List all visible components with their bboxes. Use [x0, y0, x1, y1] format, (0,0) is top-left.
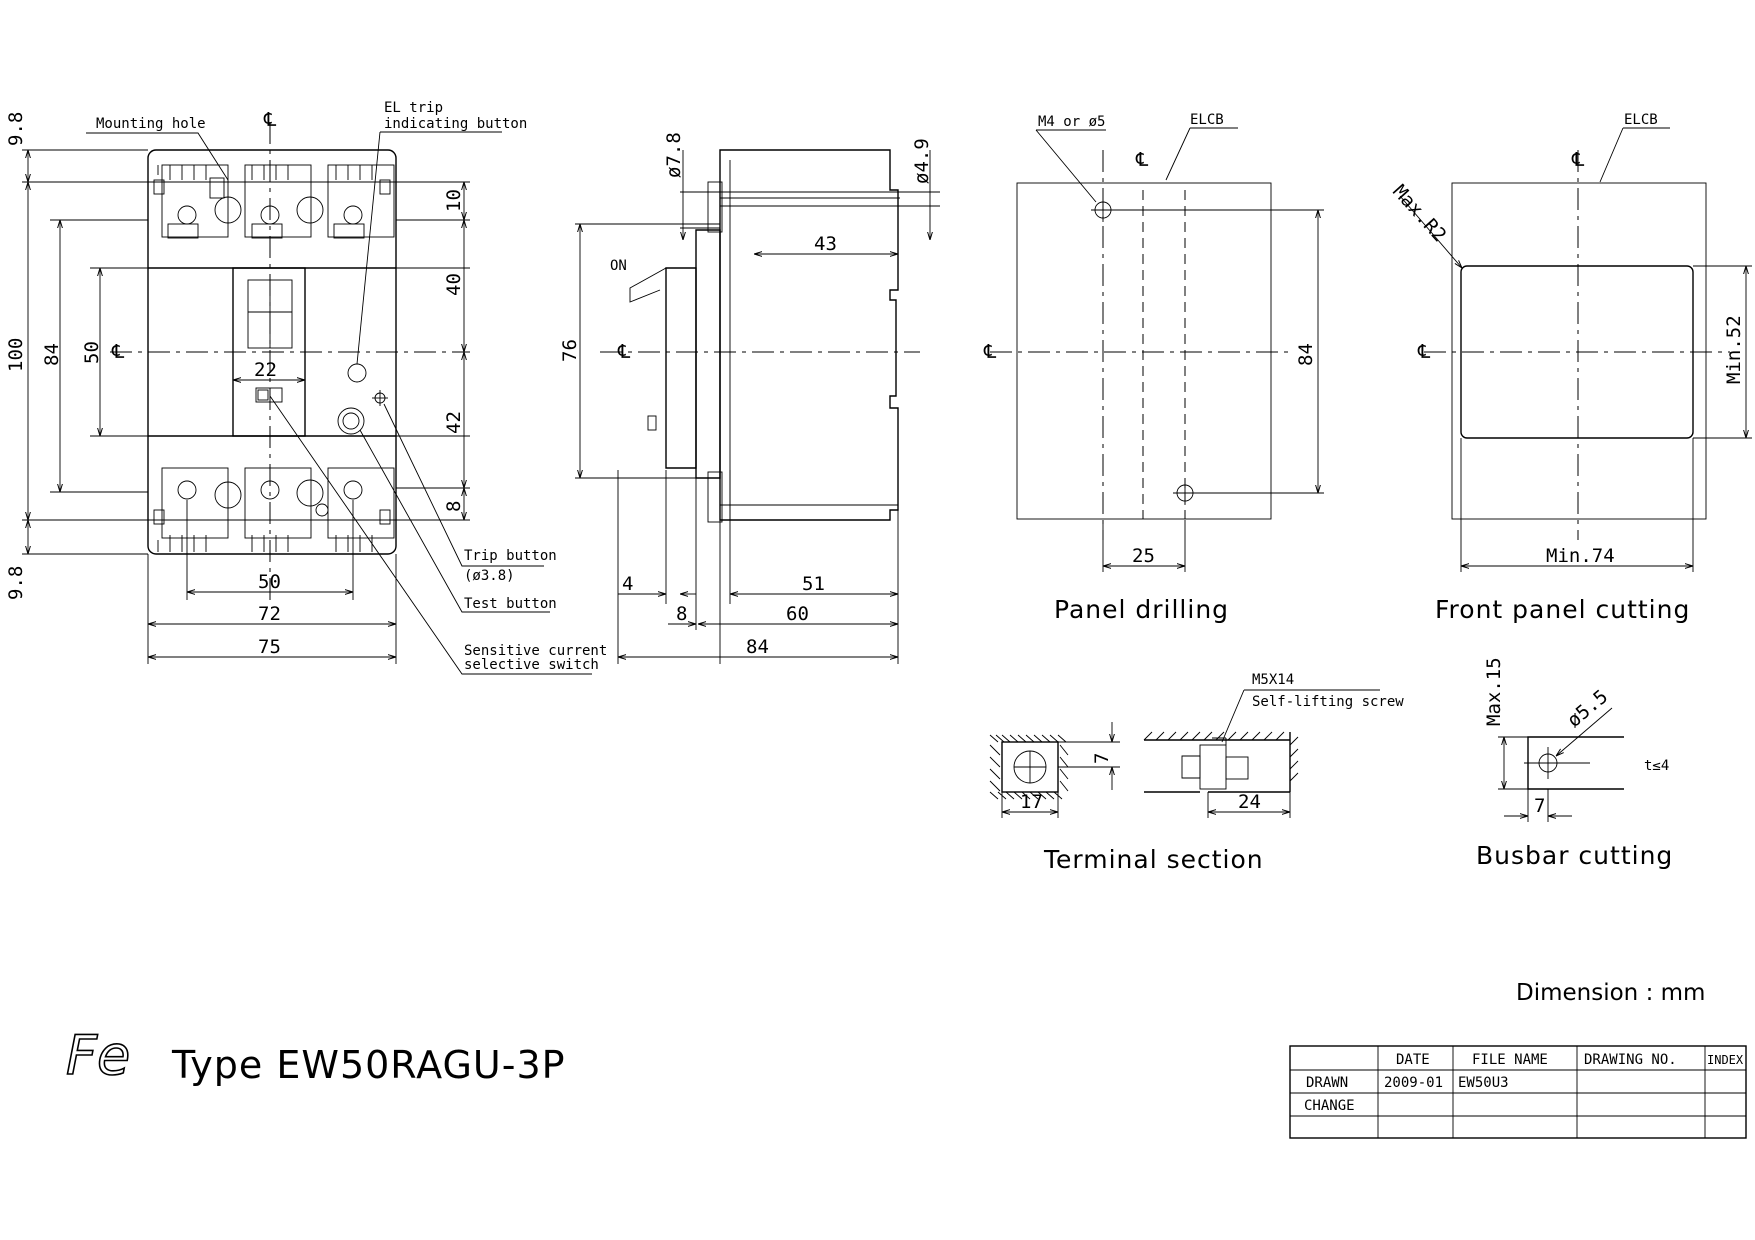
- dim-body-width: 72: [258, 603, 281, 625]
- label-radius: Max.R2: [1388, 181, 1450, 247]
- row-date: 2009-01: [1384, 1075, 1443, 1091]
- dim-84: 84: [1295, 343, 1317, 366]
- title-block: DATE FILE NAME DRAWING NO. INDEX DRAWN 2…: [1289, 1045, 1747, 1139]
- row-file: EW50U3: [1458, 1075, 1509, 1091]
- busbar-cutting: Max.15 ø5.5 t≤4 7 Busbar cutting: [1476, 657, 1673, 870]
- label-thickness: t≤4: [1644, 758, 1669, 774]
- centerline-mark: ℄: [1417, 341, 1431, 363]
- dim-84: 84: [746, 636, 769, 658]
- callout-mounting-hole: Mounting hole: [96, 116, 206, 132]
- header-date: DATE: [1396, 1052, 1430, 1068]
- dim-10: 10: [443, 189, 465, 212]
- callout-sensitive-switch: Sensitive current: [464, 643, 607, 659]
- dim-51: 51: [802, 573, 825, 595]
- title-area: Fe Type EW50RAGU-3P: [65, 1023, 566, 1088]
- callout-sensitive-switch-2: selective switch: [464, 657, 599, 673]
- dim-min74: Min.74: [1546, 545, 1615, 567]
- dim-max15: Max.15: [1483, 657, 1505, 726]
- terminal-section: 7 17 M5X14 Self-lifting screw 24 Termina…: [989, 672, 1404, 874]
- caption-terminal-section: Terminal section: [1043, 845, 1264, 874]
- dimension-unit: Dimension : mm: [1516, 980, 1705, 1006]
- dim-min52: Min.52: [1723, 315, 1745, 384]
- caption-panel-drilling: Panel drilling: [1054, 595, 1229, 624]
- label-elcb: ELCB: [1190, 112, 1224, 128]
- centerline-mark: ℄: [111, 341, 125, 363]
- centerline-mark: ℄: [1135, 149, 1149, 171]
- panel-drilling: ℄ ℄ M4 or ø5 ELCB 84 25 Panel drilling: [983, 112, 1324, 624]
- label-hole: M4 or ø5: [1038, 114, 1105, 130]
- dim-8: 8: [676, 603, 687, 625]
- dim-42: 42: [443, 411, 465, 434]
- fe-logo: Fe: [66, 1024, 130, 1087]
- dim-dia: ø5.5: [1563, 686, 1612, 732]
- caption-front-panel-cutting: Front panel cutting: [1435, 595, 1690, 624]
- callout-test-button: Test button: [464, 596, 557, 612]
- dim-handle-height: 50: [81, 341, 103, 364]
- label-screw: M5X14: [1252, 672, 1294, 688]
- dim-handle-width: 22: [254, 359, 277, 381]
- dim-76: 76: [559, 339, 581, 362]
- dim-overall-height: 100: [5, 338, 27, 372]
- dim-7: 7: [1091, 753, 1113, 764]
- row-label: CHANGE: [1304, 1098, 1355, 1114]
- dim-bottom-margin: 9.8: [5, 566, 27, 600]
- dim-25: 25: [1132, 545, 1155, 567]
- row-label: DRAWN: [1306, 1075, 1348, 1091]
- caption-busbar-cutting: Busbar cutting: [1476, 841, 1673, 870]
- label-screw-desc: Self-lifting screw: [1252, 694, 1404, 710]
- callout-trip-dia: (ø3.8): [464, 568, 515, 584]
- dim-overall-width: 75: [258, 636, 281, 658]
- centerline-mark: ℄: [1571, 149, 1585, 171]
- dim-7: 7: [1534, 795, 1545, 817]
- dim-43: 43: [814, 233, 837, 255]
- centerline-mark: ℄: [617, 341, 631, 363]
- label-on: ON: [610, 258, 627, 274]
- top-terminals: [153, 164, 395, 239]
- front-view: ℄ ℄ 9.8 100 9.8 84 50 10 40 42 8 22 50 7…: [5, 100, 607, 675]
- bottom-terminals: [153, 467, 395, 552]
- dim-24: 24: [1238, 791, 1261, 813]
- centerline-mark: ℄: [263, 109, 277, 131]
- header-drawing-no: DRAWING NO.: [1584, 1052, 1677, 1068]
- header-file-name: FILE NAME: [1472, 1052, 1548, 1068]
- centerline-mark: ℄: [983, 341, 997, 363]
- type-title: Type EW50RAGU-3P: [171, 1043, 566, 1087]
- dim-top-margin: 9.8: [5, 112, 27, 146]
- callout-el-trip-2: indicating button: [384, 116, 527, 132]
- front-panel-cutting: ℄ ℄ ELCB Max.R2 Min.52 Min.74 Front pane…: [1388, 112, 1752, 624]
- side-view: ON ℄ ø7.8 ø4.9 43 76 4 51 8 60 84: [559, 132, 940, 664]
- dim-pitch: 50: [258, 571, 281, 593]
- dim-40: 40: [443, 273, 465, 296]
- dim-49: ø4.9: [911, 138, 933, 184]
- dim-17: 17: [1020, 791, 1043, 813]
- label-elcb: ELCB: [1624, 112, 1658, 128]
- header-index: INDEX: [1707, 1053, 1744, 1067]
- dim-4: 4: [622, 573, 633, 595]
- callout-trip-button: Trip button: [464, 548, 557, 564]
- dim-8: 8: [443, 501, 465, 512]
- dim-inner-height: 84: [41, 343, 63, 366]
- dim-60: 60: [786, 603, 809, 625]
- callout-el-trip: EL trip: [384, 100, 443, 116]
- dim-78: ø7.8: [663, 132, 685, 178]
